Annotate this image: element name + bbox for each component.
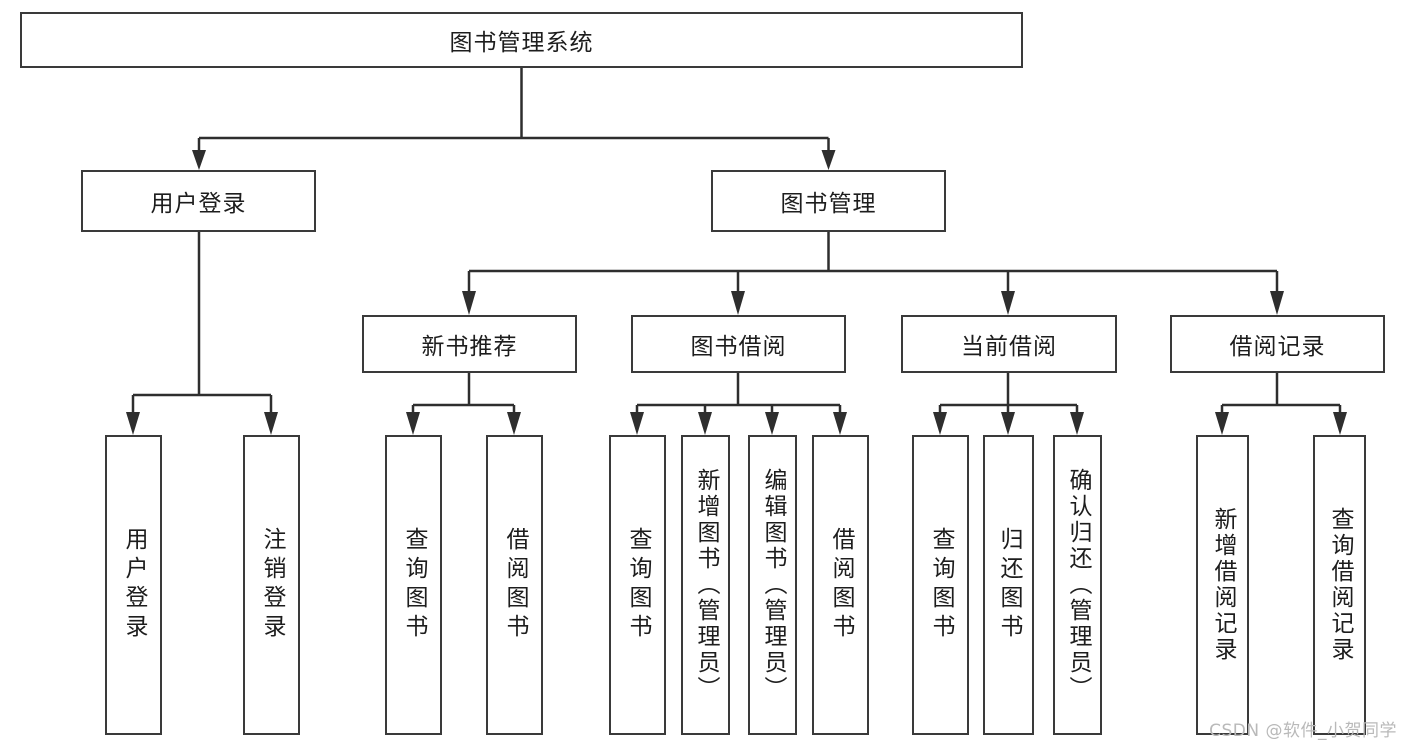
leaf-logout[interactable]: 注销登录 — [243, 435, 300, 735]
leaf-borrow-book-newbook[interactable]: 借阅图书 — [486, 435, 543, 735]
leaf-query-book-borrow[interactable]: 查询图书 — [609, 435, 666, 735]
leaf-user-login[interactable]: 用户登录 — [105, 435, 162, 735]
arrowhead-record-leaf-1 — [1215, 412, 1229, 435]
node-book-borrow[interactable]: 图书借阅 — [631, 315, 846, 373]
leaf-add-borrow-record[interactable]: 新增借阅记录 — [1196, 435, 1249, 735]
node-current-borrow[interactable]: 当前借阅 — [901, 315, 1117, 373]
arrowhead-current-borrow — [1001, 291, 1015, 315]
arrowhead-current-leaf-3 — [1070, 412, 1084, 435]
arrowhead-book-borrow — [731, 291, 745, 315]
arrowhead-borrow-leaf-4 — [833, 412, 847, 435]
arrowhead-borrow-record — [1270, 291, 1284, 315]
arrowhead-current-leaf-1 — [933, 412, 947, 435]
node-user-login[interactable]: 用户登录 — [81, 170, 316, 232]
arrowhead-new-book — [462, 291, 476, 315]
arrowhead-borrow-leaf-3 — [765, 412, 779, 435]
node-book-management[interactable]: 图书管理 — [711, 170, 946, 232]
arrowhead-leaf-logout — [264, 412, 278, 435]
leaf-edit-book-admin[interactable]: 编辑图书（管理员） — [748, 435, 797, 735]
arrowhead-book-manage — [821, 150, 836, 170]
leaf-query-book-newbook[interactable]: 查询图书 — [385, 435, 442, 735]
node-root-system[interactable]: 图书管理系统 — [20, 12, 1023, 68]
node-borrow-record[interactable]: 借阅记录 — [1170, 315, 1385, 373]
leaf-query-borrow-record[interactable]: 查询借阅记录 — [1313, 435, 1366, 735]
arrowhead-newbook-leaf-1 — [406, 412, 420, 435]
arrowhead-leaf-user-login — [126, 412, 140, 435]
leaf-borrow-book[interactable]: 借阅图书 — [812, 435, 869, 735]
arrowhead-user-login — [192, 150, 206, 170]
arrowhead-record-leaf-2 — [1333, 412, 1347, 435]
arrowhead-newbook-leaf-2 — [507, 412, 521, 435]
leaf-query-book-current[interactable]: 查询图书 — [912, 435, 969, 735]
leaf-confirm-return-admin[interactable]: 确认归还（管理员） — [1053, 435, 1102, 735]
watermark-credit: CSDN @软件_小贺同学 — [1209, 721, 1397, 741]
arrowhead-current-leaf-2 — [1001, 412, 1015, 435]
node-new-book-recommend[interactable]: 新书推荐 — [362, 315, 577, 373]
arrowhead-borrow-leaf-1 — [630, 412, 644, 435]
arrowhead-borrow-leaf-2 — [698, 412, 712, 435]
leaf-add-book-admin[interactable]: 新增图书（管理员） — [681, 435, 730, 735]
leaf-return-book[interactable]: 归还图书 — [983, 435, 1034, 735]
